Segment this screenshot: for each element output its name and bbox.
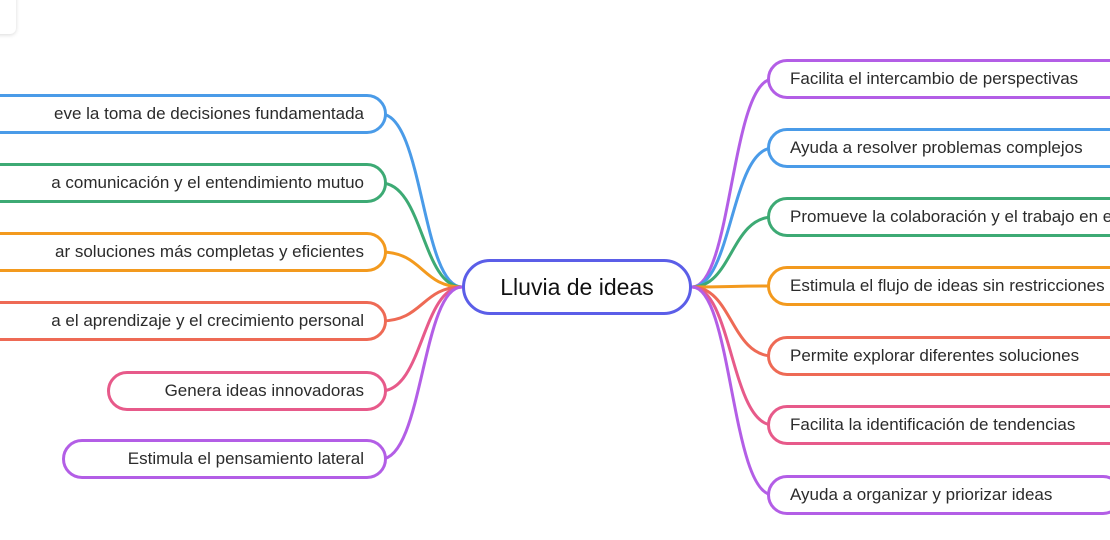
- right-branch-organizar[interactable]: Ayuda a organizar y priorizar ideas: [767, 475, 1110, 515]
- left-branch-aprendizaje[interactable]: a el aprendizaje y el crecimiento person…: [0, 301, 387, 341]
- left-connector-2: [379, 250, 464, 289]
- right-connector-0: [690, 77, 775, 289]
- right-connector-2: [690, 215, 775, 289]
- left-branch-soluciones[interactable]: ar soluciones más completas y eficientes: [0, 232, 387, 272]
- left-connector-1: [379, 181, 464, 289]
- left-connector-0: [379, 112, 464, 289]
- right-connector-5: [690, 285, 775, 427]
- right-connector-3: [690, 284, 775, 289]
- left-branch-decisiones[interactable]: eve la toma de decisiones fundamentada: [0, 94, 387, 134]
- right-connector-6: [690, 285, 775, 497]
- left-branch-ideas-innovadoras[interactable]: Genera ideas innovadoras: [107, 371, 387, 411]
- right-connector-1: [690, 146, 775, 289]
- left-branch-pensamiento-lateral[interactable]: Estimula el pensamiento lateral: [62, 439, 387, 479]
- right-branch-colaboracion[interactable]: Promueve la colaboración y el trabajo en…: [767, 197, 1110, 237]
- central-topic[interactable]: Lluvia de ideas: [462, 259, 692, 315]
- left-branch-comunicacion[interactable]: a comunicación y el entendimiento mutuo: [0, 163, 387, 203]
- right-connector-4: [690, 285, 775, 358]
- right-branch-intercambio[interactable]: Facilita el intercambio de perspectivas: [767, 59, 1110, 99]
- right-branch-explorar[interactable]: Permite explorar diferentes soluciones: [767, 336, 1110, 376]
- corner-card: [0, 0, 16, 34]
- right-branch-problemas[interactable]: Ayuda a resolver problemas complejos: [767, 128, 1110, 168]
- right-branch-flujo[interactable]: Estimula el flujo de ideas sin restricci…: [767, 266, 1110, 306]
- left-connector-3: [379, 285, 464, 323]
- left-connector-5: [379, 285, 464, 461]
- left-connector-4: [379, 285, 464, 393]
- right-branch-tendencias[interactable]: Facilita la identificación de tendencias: [767, 405, 1110, 445]
